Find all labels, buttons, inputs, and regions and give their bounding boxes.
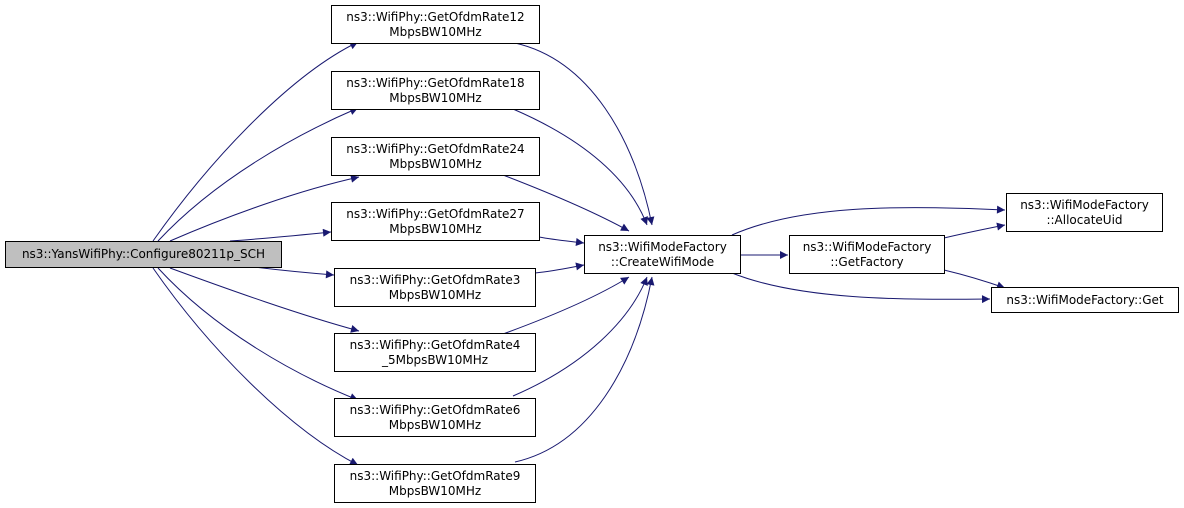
- edge-rate4-to-create: [502, 276, 630, 335]
- edge-root-to-rate4: [169, 267, 360, 333]
- edge-create-to-get: [731, 272, 991, 304]
- node-label-line2: MbpsBW10MHz: [388, 417, 482, 432]
- root-node-configure80211p-sch: ns3::YansWifiPhy::Configure80211p_SCH: [5, 241, 282, 268]
- edge-rate27-to-create: [538, 236, 585, 246]
- edge-getfactory-to-get: [943, 269, 1006, 290]
- edge-root-to-rate9: [152, 267, 359, 466]
- node-get[interactable]: ns3::WifiModeFactory::Get: [991, 287, 1179, 313]
- node-get-ofdm-rate18[interactable]: ns3::WifiPhy::GetOfdmRate18 MbpsBW10MHz: [331, 71, 540, 110]
- edge-root-to-rate6: [157, 267, 359, 401]
- node-get-ofdm-rate24[interactable]: ns3::WifiPhy::GetOfdmRate24 MbpsBW10MHz: [331, 137, 540, 176]
- node-label-line1: ns3::WifiPhy::GetOfdmRate24: [346, 141, 525, 156]
- edge-root-to-rate27: [229, 228, 332, 242]
- node-label-line2: _5MbpsBW10MHz: [381, 352, 489, 367]
- node-label-line2: MbpsBW10MHz: [389, 90, 482, 105]
- edge-root-to-rate18: [157, 107, 359, 242]
- node-create-wifi-mode[interactable]: ns3::WifiModeFactory ::CreateWifiMode: [584, 235, 741, 274]
- edge-root-to-rate24: [169, 174, 360, 242]
- node-label-line1: ns3::WifiPhy::GetOfdmRate27: [346, 206, 525, 221]
- edge-rate6-to-create: [512, 276, 648, 397]
- node-get-ofdm-rate6[interactable]: ns3::WifiPhy::GetOfdmRate6 MbpsBW10MHz: [334, 398, 536, 437]
- node-label-line2: MbpsBW10MHz: [389, 221, 482, 236]
- edge-rate18-to-create: [512, 108, 648, 226]
- edge-root-to-rate12: [152, 41, 359, 242]
- node-label-line1: ns3::WifiPhy::GetOfdmRate18: [346, 75, 525, 90]
- node-label-line2: MbpsBW10MHz: [389, 156, 482, 171]
- edge-rate24-to-create: [502, 174, 630, 232]
- node-get-ofdm-rate4-5[interactable]: ns3::WifiPhy::GetOfdmRate4 _5MbpsBW10MHz: [334, 333, 536, 372]
- node-get-ofdm-rate9[interactable]: ns3::WifiPhy::GetOfdmRate9 MbpsBW10MHz: [334, 464, 536, 503]
- edge-rate9-to-create: [514, 276, 655, 463]
- node-get-factory[interactable]: ns3::WifiModeFactory ::GetFactory: [789, 235, 945, 274]
- node-label-line1: ns3::WifiModeFactory: [598, 239, 727, 254]
- edge-getfactory-to-allocateuid: [943, 222, 1006, 239]
- node-label-line2: ::AllocateUid: [1046, 212, 1123, 227]
- node-get-ofdm-rate27[interactable]: ns3::WifiPhy::GetOfdmRate27 MbpsBW10MHz: [331, 202, 540, 241]
- edge-rate12-to-create: [514, 42, 655, 226]
- node-label-line2: ::GetFactory: [830, 254, 904, 269]
- node-label-line1: ns3::WifiModeFactory: [1020, 197, 1149, 212]
- node-label-line2: MbpsBW10MHz: [388, 483, 482, 498]
- node-label-line2: ::CreateWifiMode: [610, 254, 715, 269]
- node-label-line2: MbpsBW10MHz: [388, 287, 482, 302]
- node-label-line1: ns3::WifiPhy::GetOfdmRate3: [349, 272, 521, 287]
- edge-rate3-to-create: [534, 262, 585, 274]
- root-node-label: ns3::YansWifiPhy::Configure80211p_SCH: [21, 247, 266, 261]
- node-label-line1: ns3::WifiModeFactory::Get: [1006, 292, 1164, 307]
- edge-create-to-allocateuid: [731, 205, 1006, 236]
- node-get-ofdm-rate3[interactable]: ns3::WifiPhy::GetOfdmRate3 MbpsBW10MHz: [334, 268, 536, 307]
- node-label-line1: ns3::WifiPhy::GetOfdmRate12: [346, 9, 525, 24]
- node-label-line1: ns3::WifiPhy::GetOfdmRate4: [349, 337, 521, 352]
- node-label-line1: ns3::WifiPhy::GetOfdmRate9: [349, 468, 521, 483]
- node-label-line1: ns3::WifiModeFactory: [802, 239, 932, 254]
- node-get-ofdm-rate12[interactable]: ns3::WifiPhy::GetOfdmRate12 MbpsBW10MHz: [331, 5, 540, 44]
- node-allocate-uid[interactable]: ns3::WifiModeFactory ::AllocateUid: [1006, 193, 1163, 232]
- node-label-line2: MbpsBW10MHz: [389, 24, 482, 39]
- node-label-line1: ns3::WifiPhy::GetOfdmRate6: [349, 402, 521, 417]
